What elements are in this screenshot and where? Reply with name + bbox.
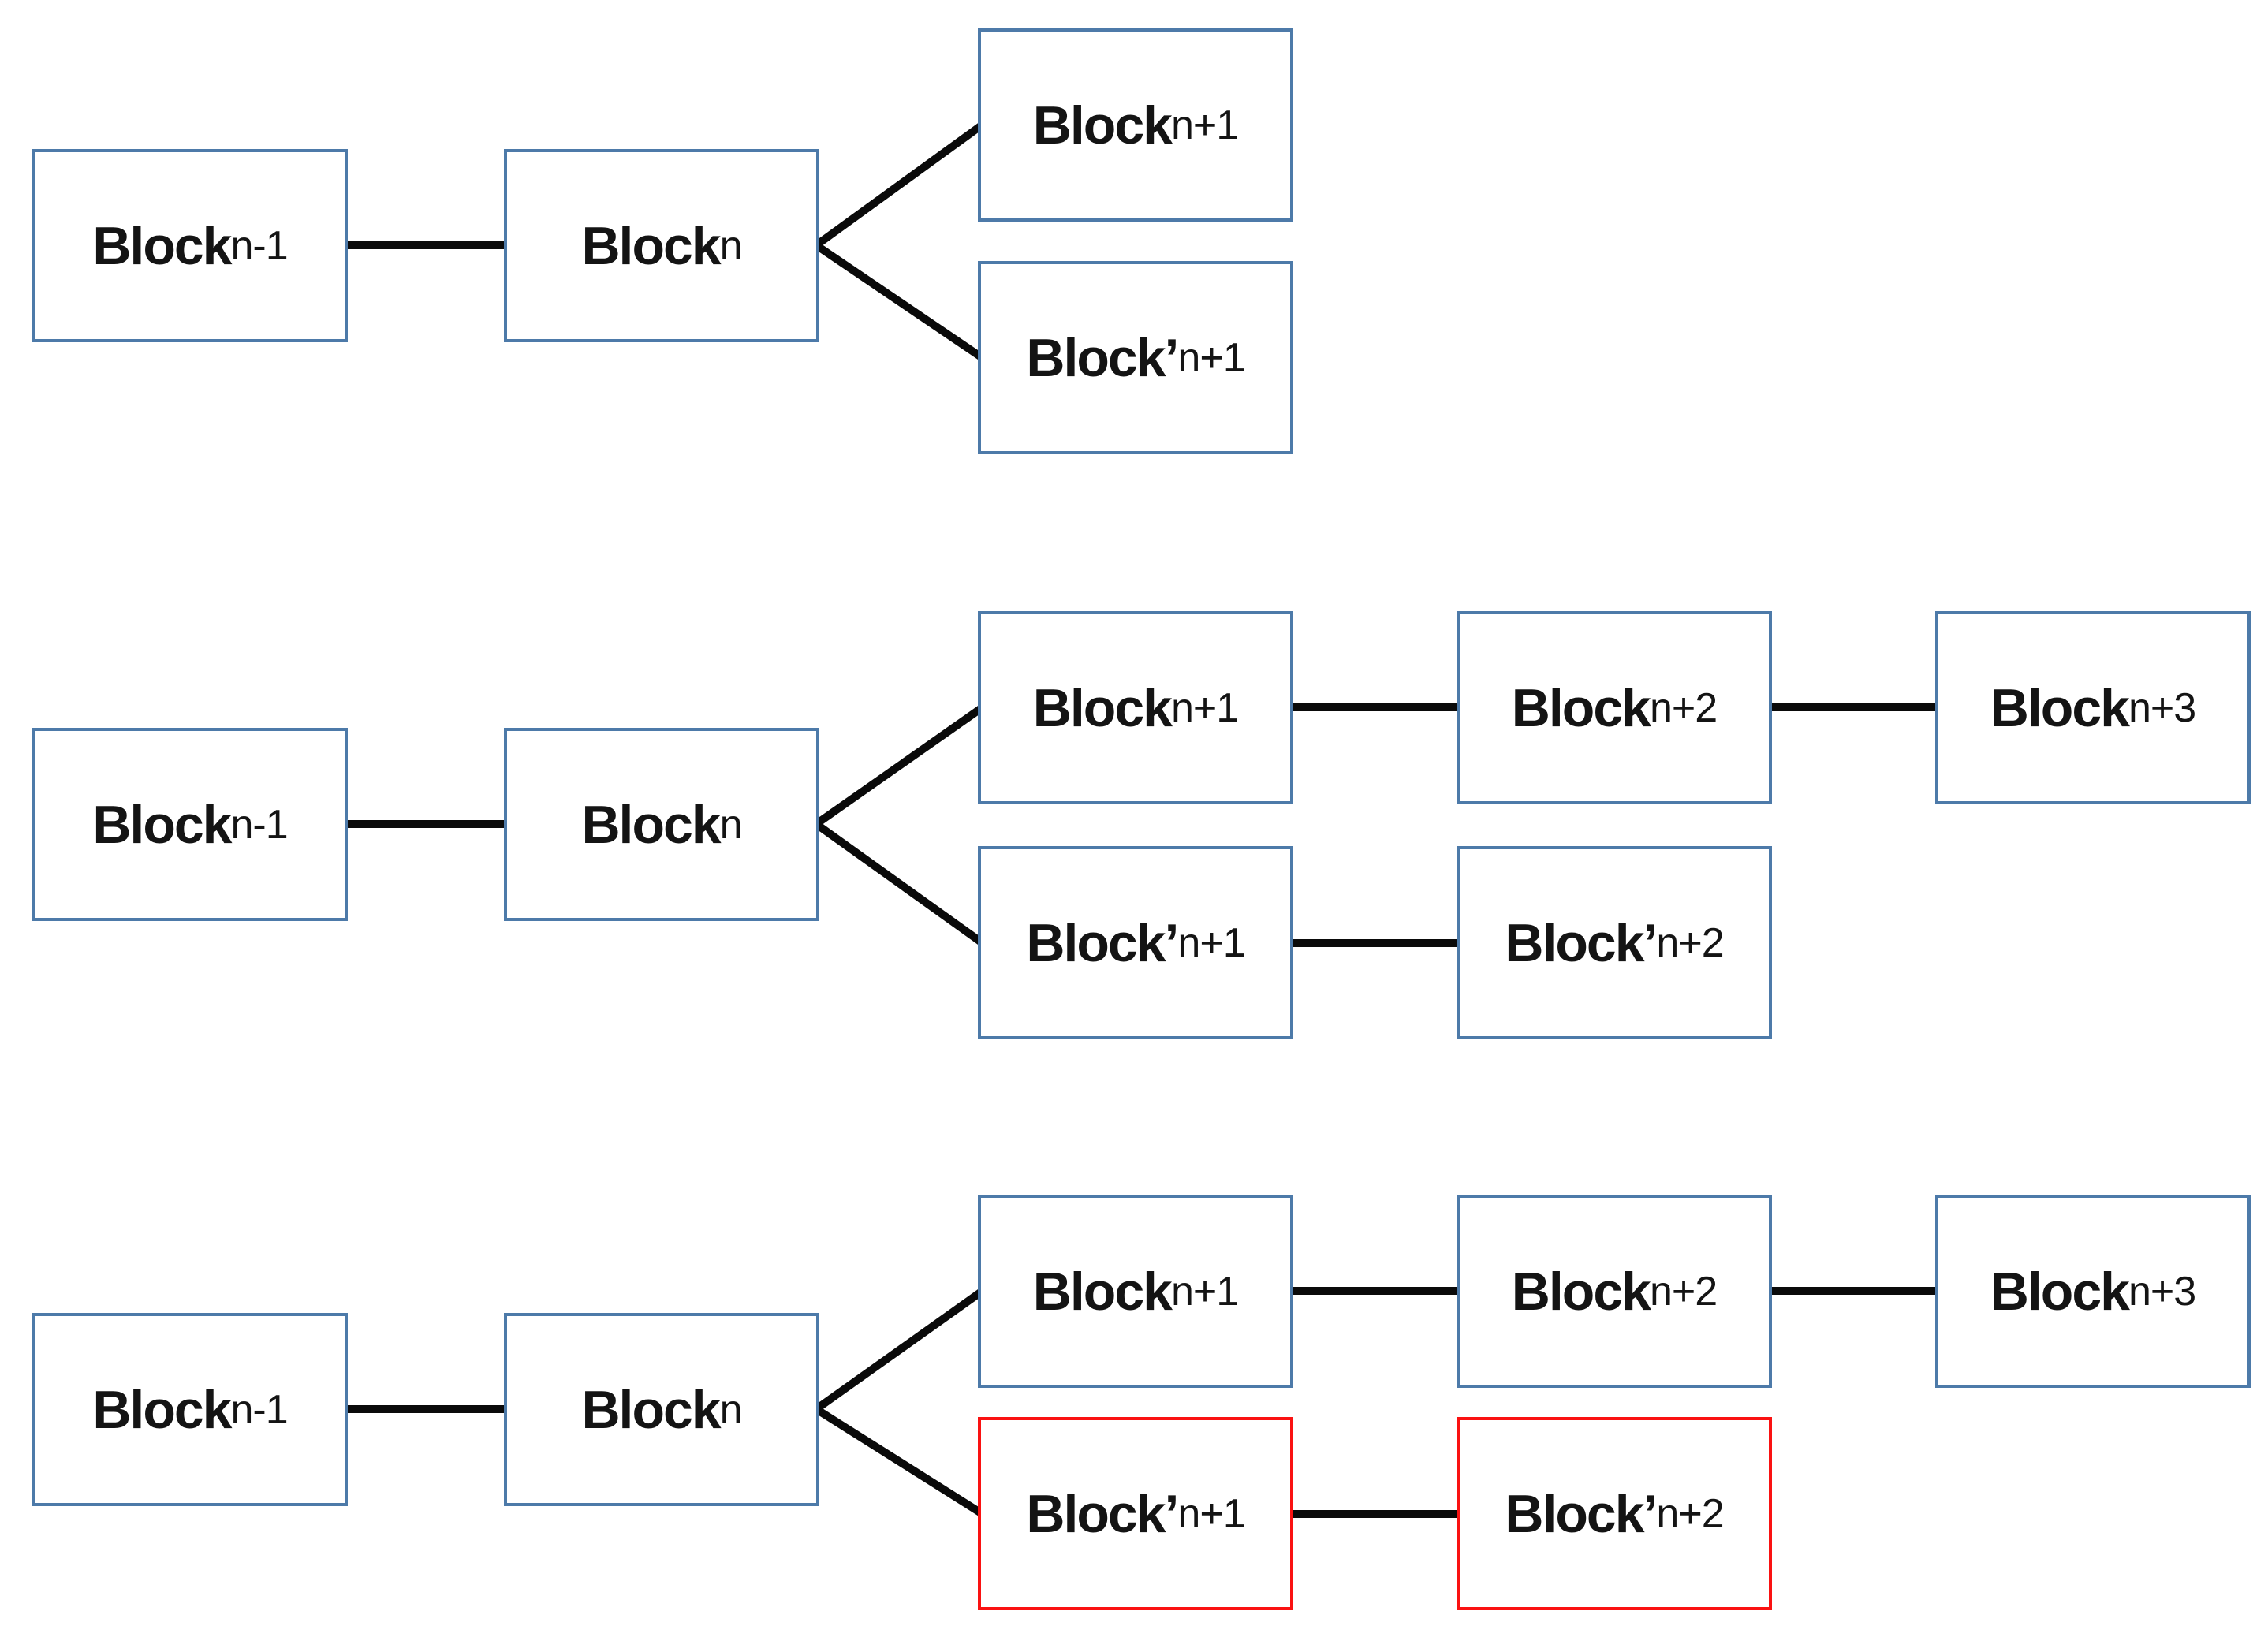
block-label: Block bbox=[92, 1379, 232, 1440]
block-prime-n-plus-1: Block’n+1 bbox=[978, 846, 1293, 1039]
block-subscript: n+2 bbox=[1649, 684, 1718, 731]
connector-line bbox=[814, 820, 985, 947]
block-label: Block bbox=[1032, 1261, 1173, 1322]
block-prime-n-plus-1: Block’n+1 bbox=[978, 1417, 1293, 1610]
block-subscript: n bbox=[719, 801, 743, 848]
block-label: Block’ bbox=[1026, 1483, 1179, 1544]
block-subscript: n+2 bbox=[1649, 1268, 1718, 1315]
connector-line bbox=[814, 703, 985, 828]
block-label: Block bbox=[1032, 677, 1173, 738]
block-subscript: n+1 bbox=[1177, 1490, 1245, 1537]
connector-line bbox=[814, 1405, 985, 1518]
connector-line bbox=[814, 241, 985, 362]
block-subscript: n+1 bbox=[1170, 684, 1239, 731]
block-subscript: n+3 bbox=[2128, 1268, 2196, 1315]
block-label: Block bbox=[1511, 1261, 1651, 1322]
block-subscript: n-1 bbox=[230, 222, 289, 269]
block-subscript: n+3 bbox=[2128, 684, 2196, 731]
block-label: Block bbox=[1990, 677, 2130, 738]
block-label: Block bbox=[581, 794, 721, 855]
block-subscript: n-1 bbox=[230, 801, 289, 848]
connector-line bbox=[814, 1287, 985, 1413]
block-prime-n-plus-2: Block’n+2 bbox=[1457, 846, 1772, 1039]
block-subscript: n bbox=[719, 222, 743, 269]
block-label: Block bbox=[581, 215, 721, 276]
block-prime-n-plus-2: Block’n+2 bbox=[1457, 1417, 1772, 1610]
block-label: Block bbox=[92, 215, 232, 276]
connector-line bbox=[814, 121, 985, 249]
block-label: Block’ bbox=[1505, 1483, 1658, 1544]
block-subscript: n+1 bbox=[1177, 334, 1245, 381]
block-label: Block’ bbox=[1026, 912, 1179, 973]
block-subscript: n+1 bbox=[1170, 1268, 1239, 1315]
block-label: Block bbox=[1990, 1261, 2130, 1322]
block-label: Block bbox=[581, 1379, 721, 1440]
block-label: Block bbox=[1032, 95, 1173, 155]
block-subscript: n-1 bbox=[230, 1386, 289, 1433]
block-label: Block bbox=[1511, 677, 1651, 738]
block-label: Block bbox=[92, 794, 232, 855]
block-label: Block’ bbox=[1505, 912, 1658, 973]
block-subscript: n+1 bbox=[1170, 102, 1239, 148]
block-subscript: n+2 bbox=[1656, 919, 1724, 966]
block-subscript: n+2 bbox=[1656, 1490, 1724, 1537]
block-prime-n-plus-1: Block’n+1 bbox=[978, 261, 1293, 454]
block-subscript: n+1 bbox=[1177, 919, 1245, 966]
block-subscript: n bbox=[719, 1386, 743, 1433]
block-label: Block’ bbox=[1026, 327, 1179, 388]
